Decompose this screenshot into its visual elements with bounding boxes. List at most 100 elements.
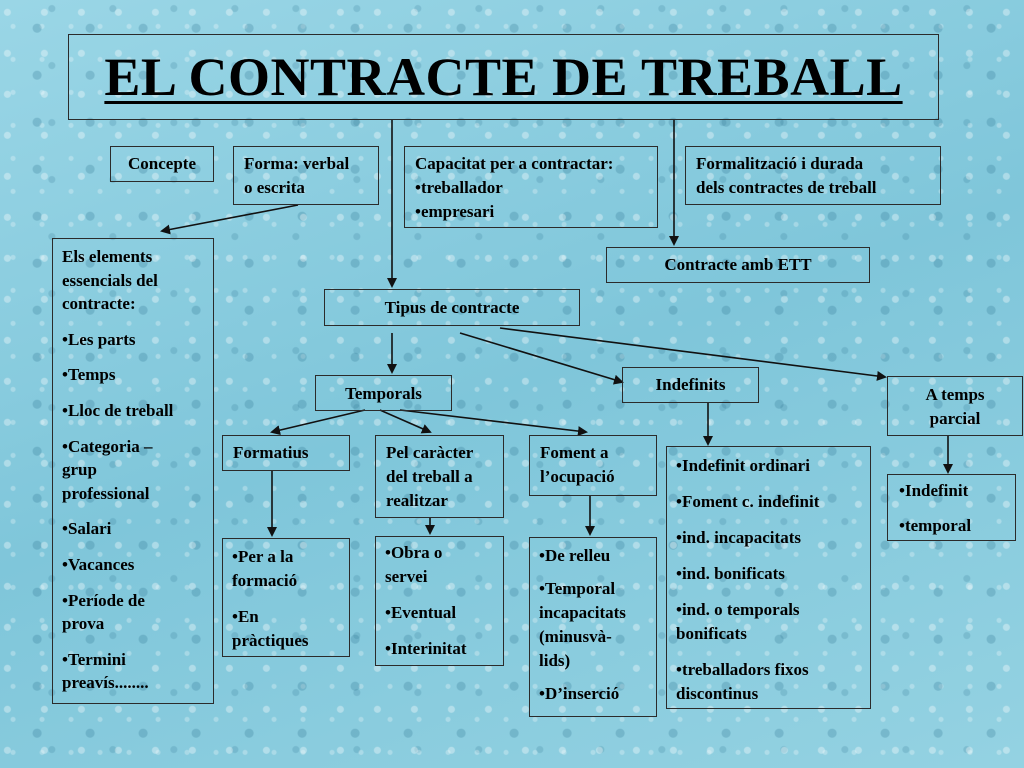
list-item: •temporal xyxy=(899,514,1015,538)
list-item: •Temps xyxy=(62,363,213,387)
capacitat-heading: Capacitat per a contractar: xyxy=(415,154,614,173)
foment-list: •De relleu •Temporal incapacitats (minus… xyxy=(539,544,656,706)
box-temps-parcial: A temps parcial xyxy=(887,376,1023,436)
list-item-line: lids) xyxy=(539,651,571,670)
box-indefinits-list: •Indefinit ordinari •Foment c. indefinit… xyxy=(666,446,871,709)
list-item-line: •Obra o xyxy=(385,543,443,562)
formatius-list: •Per a la formació •En pràctiques xyxy=(232,545,349,653)
list-item-line: •Salari xyxy=(62,519,112,539)
list-item: •Eventual xyxy=(385,601,503,625)
list-item: •Les parts xyxy=(62,328,213,352)
page-title: EL CONTRACTE DE TREBALL xyxy=(104,47,903,107)
title-box: EL CONTRACTE DE TREBALL xyxy=(68,34,939,120)
box-elements: Els elements essencials del contracte: •… xyxy=(52,238,214,704)
list-item-line: •ind. bonificats xyxy=(676,564,785,583)
indefinits-label: Indefinits xyxy=(655,375,726,394)
list-item-line: •temporal xyxy=(899,516,972,535)
box-formatius-list: •Per a la formació •En pràctiques xyxy=(222,538,350,657)
elements-list: •Les parts •Temps •Lloc de treball •Cate… xyxy=(62,328,213,695)
box-contracte-ett: Contracte amb ETT xyxy=(606,247,870,283)
list-item-line: bonificats xyxy=(676,624,747,643)
list-item-line: •Temps xyxy=(62,365,116,385)
list-item: •De relleu xyxy=(539,544,656,568)
list-item-line: •Les parts xyxy=(62,329,136,349)
list-item-line: •De relleu xyxy=(539,546,611,565)
list-item-line: •Eventual xyxy=(385,603,457,622)
box-temporals: Temporals xyxy=(315,375,452,411)
formalitzacio-line: dels contractes de treball xyxy=(696,178,877,197)
list-item-line: (minusvà- xyxy=(539,627,612,646)
arrow-tipus-to-parcial xyxy=(499,327,887,381)
contracte-ett-label: Contracte amb ETT xyxy=(664,255,812,274)
box-foment-list: •De relleu •Temporal incapacitats (minus… xyxy=(529,537,657,717)
box-formatius: Formatius xyxy=(222,435,350,471)
list-item-line: professional xyxy=(62,483,150,503)
list-item-line: incapacitats xyxy=(539,603,626,622)
list-item-line: discontinus xyxy=(676,684,759,703)
list-item-line: •Vacances xyxy=(62,554,135,574)
box-parcial-list: •Indefinit •temporal xyxy=(887,474,1016,541)
list-item-line: •D’inserció xyxy=(539,684,620,703)
temporals-label: Temporals xyxy=(345,384,422,403)
list-item-line: prova xyxy=(62,614,105,634)
arrow-temporals-to-foment xyxy=(399,409,588,437)
concepte-label: Concepte xyxy=(128,154,196,173)
list-item: •En pràctiques xyxy=(232,605,349,653)
forma-line: o escrita xyxy=(244,178,305,197)
list-item-line: •Indefinit xyxy=(899,481,969,500)
pel-caracter-list: •Obra o servei •Eventual •Interinitat xyxy=(385,541,503,661)
list-item: •Categoria – grup professional xyxy=(62,435,213,506)
box-capacitat: Capacitat per a contractar: •treballador… xyxy=(404,146,658,228)
capacitat-item: •empresari xyxy=(415,202,495,221)
list-item-line: •Per a la xyxy=(232,547,294,566)
elements-heading-line: Els elements xyxy=(62,247,153,266)
list-item: •Obra o servei xyxy=(385,541,503,589)
capacitat-item: •treballador xyxy=(415,178,503,197)
list-item: •Indefinit ordinari xyxy=(676,454,870,478)
list-item: •ind. bonificats xyxy=(676,562,870,586)
list-item: •D’inserció xyxy=(539,682,656,706)
list-item: •Foment c. indefinit xyxy=(676,490,870,514)
arrow-temporals-to-pelcaracter xyxy=(379,409,432,434)
list-item-line: preavís........ xyxy=(62,673,149,693)
box-formalitzacio: Formalització i durada dels contractes d… xyxy=(685,146,941,205)
list-item-line: •Lloc de treball xyxy=(62,400,174,420)
list-item-line: •ind. incapacitats xyxy=(676,528,801,547)
list-item: •Període de prova xyxy=(62,589,213,636)
list-item: •treballadors fixos discontinus xyxy=(676,658,870,706)
box-pel-caracter: Pel caràcter del treball a realitzar xyxy=(375,435,504,518)
list-item: •Per a la formació xyxy=(232,545,349,593)
pel-caracter-line: del treball a xyxy=(386,467,473,486)
list-item: •Indefinit xyxy=(899,479,1015,503)
temps-parcial-line: A temps xyxy=(925,385,985,404)
list-item-line: •ind. o temporals xyxy=(676,600,800,619)
foment-line: l’ocupació xyxy=(540,467,615,486)
list-item-line: •treballadors fixos xyxy=(676,660,809,679)
list-item: •Termini preavís........ xyxy=(62,648,213,695)
list-item-line: pràctiques xyxy=(232,631,309,650)
formatius-label: Formatius xyxy=(233,443,309,462)
list-item: •ind. o temporals bonificats xyxy=(676,598,870,646)
list-item: •ind. incapacitats xyxy=(676,526,870,550)
list-item: •Temporal incapacitats (minusvà- lids) xyxy=(539,577,656,673)
arrow-temporals-to-formatius xyxy=(270,409,366,436)
arrow-forma-to-elements xyxy=(160,204,299,235)
temps-parcial-line: parcial xyxy=(929,409,981,428)
box-concepte: Concepte xyxy=(110,146,214,182)
arrow-tipus-to-indefinits xyxy=(459,332,624,385)
list-item-line: •Termini xyxy=(62,649,126,669)
list-item-line: •Categoria – xyxy=(62,436,153,456)
list-item-line: •Interinitat xyxy=(385,639,467,658)
box-forma: Forma: verbal o escrita xyxy=(233,146,379,205)
elements-heading-line: contracte: xyxy=(62,294,136,314)
elements-heading: Els elements essencials del contracte: xyxy=(62,245,213,316)
forma-line: Forma: verbal xyxy=(244,154,350,173)
list-item-line: •En xyxy=(232,607,259,626)
tipus-label: Tipus de contracte xyxy=(384,298,520,317)
pel-caracter-line: realitzar xyxy=(386,491,448,510)
list-item-line: grup xyxy=(62,460,97,480)
elements-heading-line: essencials del xyxy=(62,270,158,290)
box-pel-caracter-list: •Obra o servei •Eventual •Interinitat xyxy=(375,536,504,666)
formalitzacio-line: Formalització i durada xyxy=(696,154,864,173)
